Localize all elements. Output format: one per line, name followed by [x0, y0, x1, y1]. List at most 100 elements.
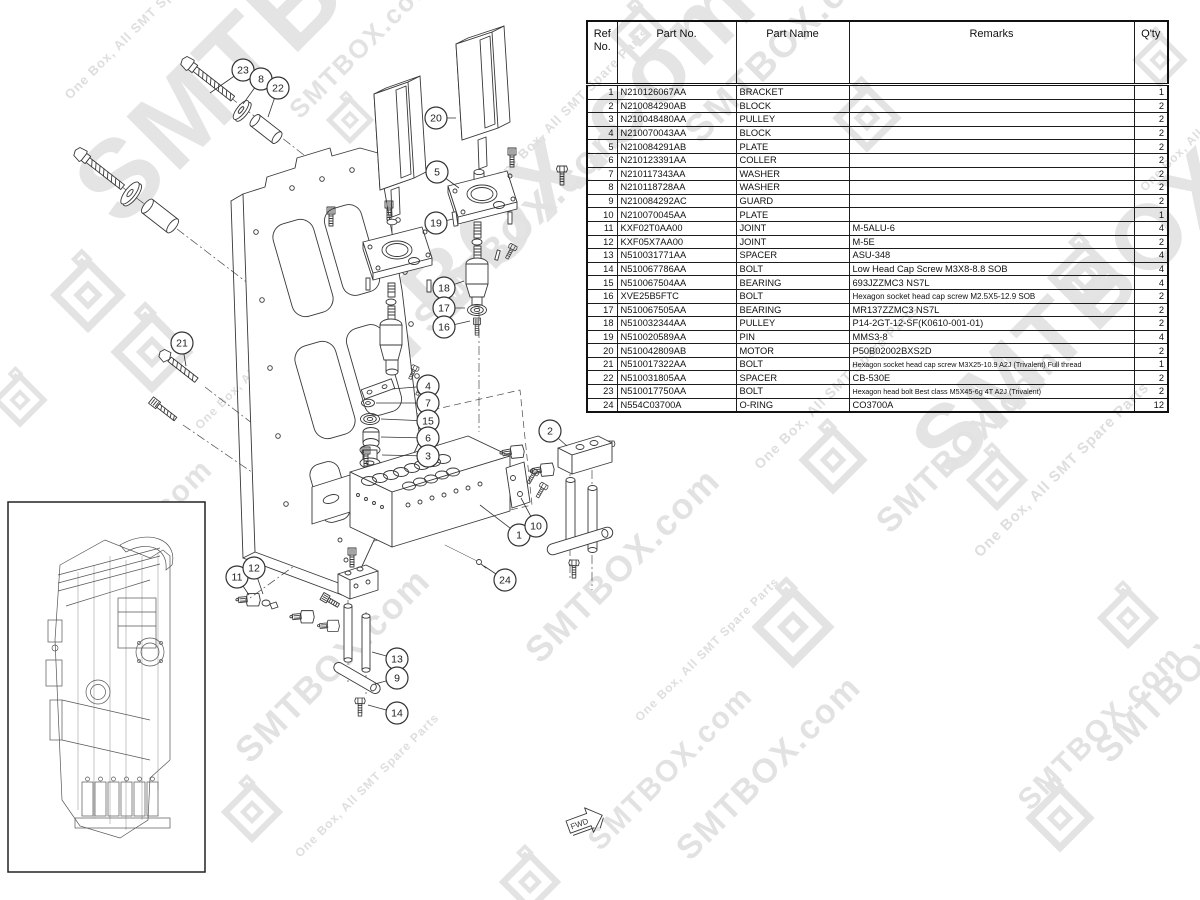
callout-number-4: 4	[425, 381, 431, 393]
cell-rem: Hexagon socket head cap screw M3X25-10.9…	[848, 356, 1135, 372]
cell-name: PIN	[735, 329, 850, 345]
callout-number-6: 6	[425, 433, 431, 445]
callout-10	[524, 514, 548, 538]
cell-name: BRACKET	[735, 84, 850, 100]
cell-ref: 2	[586, 98, 618, 114]
cell-part: N554C03700A	[616, 397, 737, 413]
cell-name: BOLT	[735, 384, 850, 399]
cell-qty: 2	[1133, 316, 1169, 331]
watermark-text: SMTBOX.com	[1012, 639, 1190, 817]
cell-qty: 1	[1133, 356, 1169, 372]
cell-ref: 20	[586, 343, 618, 358]
callout-22	[266, 76, 290, 100]
cell-name: O-RING	[735, 397, 850, 413]
motor-right	[455, 25, 511, 206]
cell-name: BOLT	[735, 261, 850, 277]
cell-rem	[848, 84, 1135, 100]
cell-part: N210048480AA	[616, 112, 737, 127]
callout-number-19: 19	[430, 218, 442, 230]
col-header-part: Part No.	[616, 20, 737, 86]
cell-ref: 22	[586, 370, 618, 386]
cell-ref: 18	[586, 316, 618, 331]
callout-19	[424, 211, 448, 235]
cell-ref: 11	[586, 220, 618, 236]
cell-ref: 17	[586, 302, 618, 318]
callout-16	[432, 315, 456, 339]
callout-5	[425, 160, 449, 184]
cell-rem: P14-2GT-12-SF(K0610-001-01)	[848, 316, 1135, 331]
bottom-subassembly	[234, 547, 381, 717]
cell-name: JOINT	[735, 220, 850, 236]
watermark-qr-glyph	[490, 846, 559, 900]
cell-ref: 9	[586, 193, 618, 209]
cell-qty: 1	[1133, 84, 1169, 100]
cell-ref: 14	[586, 261, 618, 277]
callout-number-9: 9	[394, 673, 400, 685]
cell-part: N210070043AA	[616, 125, 737, 141]
cell-qty: 4	[1133, 261, 1169, 277]
cell-qty: 4	[1133, 329, 1169, 345]
cell-qty: 12	[1133, 397, 1169, 413]
cell-qty: 4	[1133, 275, 1169, 290]
watermark-qr-glyph	[0, 368, 46, 430]
cell-qty: 2	[1133, 180, 1169, 195]
callout-number-8: 8	[258, 74, 264, 86]
cell-qty: 2	[1133, 166, 1169, 182]
cell-ref: 21	[586, 356, 618, 372]
cell-part: N510067505AA	[616, 302, 737, 318]
cell-ref: 15	[586, 275, 618, 290]
cell-rem: Hexagon socket head cap screw M2.5X5-12.…	[848, 288, 1135, 304]
cell-name: JOINT	[735, 234, 850, 250]
watermark-text: One Box, All SMT Spare Parts	[292, 710, 442, 860]
callout-number-15: 15	[422, 416, 434, 428]
watermark-qr-glyph	[212, 776, 281, 845]
callout-24	[493, 568, 517, 592]
flange-plate-drawings	[326, 147, 568, 293]
callout-2	[538, 419, 562, 443]
callout-number-11: 11	[232, 572, 243, 584]
cell-qty: 2	[1133, 234, 1169, 250]
cell-ref: 10	[586, 207, 618, 222]
shaft-chain-right	[465, 221, 519, 336]
cell-name: SPACER	[735, 370, 850, 386]
cell-part: N210126067AA	[616, 84, 737, 100]
cell-part: N510017322AA	[616, 356, 737, 372]
cell-name: GUARD	[735, 193, 850, 209]
cell-part: KXF02T0AA00	[616, 220, 737, 236]
side-plate	[505, 461, 531, 509]
cell-name: PLATE	[735, 139, 850, 154]
callout-number-10: 10	[530, 521, 542, 533]
cell-qty: 2	[1133, 152, 1169, 168]
cell-ref: 6	[586, 152, 618, 168]
callout-12	[242, 556, 266, 580]
col-header-name: Part Name	[735, 20, 850, 86]
cell-ref: 13	[586, 248, 618, 263]
callout-number-21: 21	[176, 338, 188, 350]
cell-qty: 1	[1133, 207, 1169, 222]
cell-name: PULLEY	[735, 316, 850, 331]
watermark-qr-glyph	[39, 251, 124, 336]
flange-right	[447, 147, 568, 227]
cell-part: N210084292AC	[616, 193, 737, 209]
col-header-qty: Q'ty	[1133, 20, 1169, 86]
cell-qty: 2	[1133, 343, 1169, 358]
cell-part: N210123391AA	[616, 152, 737, 168]
cell-qty: 2	[1133, 125, 1169, 141]
